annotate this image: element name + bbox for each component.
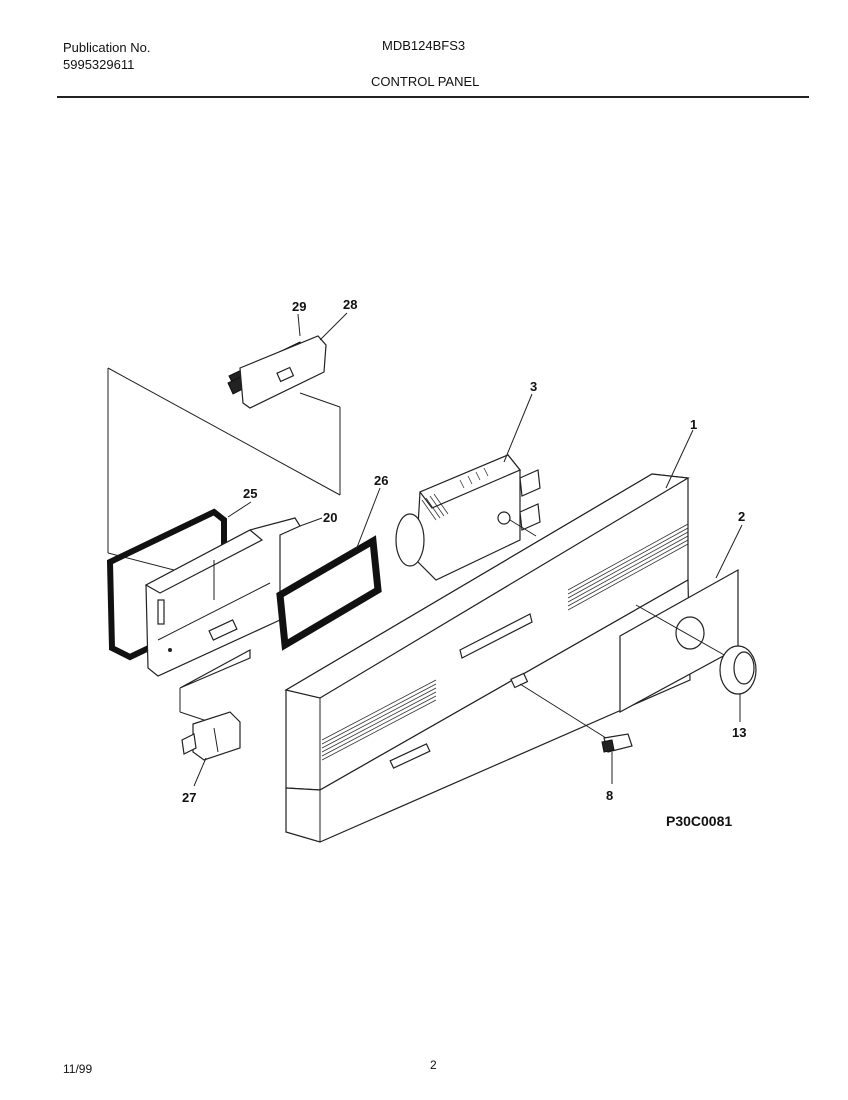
callout-20: 20: [323, 510, 337, 525]
callout-25: 25: [243, 486, 257, 501]
callout-29: 29: [292, 299, 306, 314]
footer-date: 11/99: [63, 1062, 93, 1076]
callout-3: 3: [530, 379, 537, 394]
callout-28: 28: [343, 297, 357, 312]
part-8-switch: [601, 733, 633, 784]
part-1-control-panel: [284, 429, 694, 843]
part-28-29-lens-assembly: [227, 312, 348, 409]
callout-27: 27: [182, 790, 196, 805]
callout-8: 8: [606, 788, 613, 803]
callout-26: 26: [374, 473, 388, 488]
section-title: CONTROL PANEL: [371, 74, 480, 89]
callout-1: 1: [690, 417, 697, 432]
model-number: MDB124BFS3: [382, 38, 466, 53]
drawing-code: P30C0081: [666, 813, 732, 829]
part-3-timer-module: [395, 393, 541, 581]
callout-2: 2: [738, 509, 745, 524]
header-divider: [57, 96, 809, 98]
part-27-connector: [179, 648, 251, 787]
part-26-window-frame: [276, 487, 382, 651]
page-number: 2: [430, 1058, 437, 1072]
publication-number: 5995329611: [63, 57, 135, 72]
publication-label: Publication No.: [63, 40, 151, 55]
part-13-knob: [635, 604, 757, 722]
callout-13: 13: [732, 725, 746, 740]
part-20-housing: [144, 517, 323, 677]
